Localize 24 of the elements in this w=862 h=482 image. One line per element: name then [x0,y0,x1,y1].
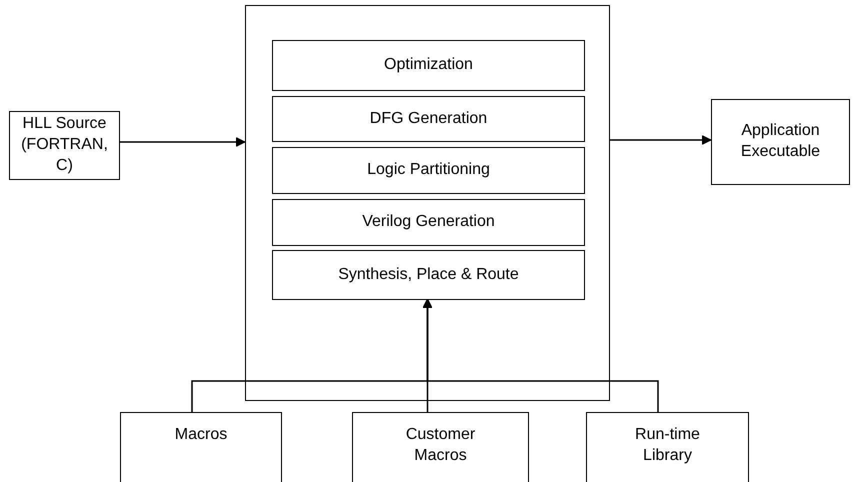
box-label: Logic Partitioning [367,160,490,180]
process-box [711,99,850,185]
arrow [610,135,712,145]
container-box [245,5,610,401]
box-label: HLL Source (FORTRAN, C) [20,114,109,176]
process-box [272,250,585,300]
box-label: Macros [174,425,228,445]
box-label: Optimization [384,55,473,76]
process-box [586,412,749,482]
box-label: Run-time Library [634,425,701,466]
arrow [120,137,246,147]
box-label: Verilog Generation [362,212,495,232]
process-box [272,40,585,91]
box-label: Customer Macros [404,425,476,466]
process-box [272,96,585,142]
process-box [120,412,282,482]
process-box [9,111,120,180]
arrow [422,298,659,412]
box-label: Synthesis, Place & Route [338,264,519,285]
process-box [272,199,585,246]
box-label: Application Executable [740,121,822,162]
box-label: DFG Generation [370,108,488,129]
process-box [352,412,529,482]
process-box [272,147,585,194]
